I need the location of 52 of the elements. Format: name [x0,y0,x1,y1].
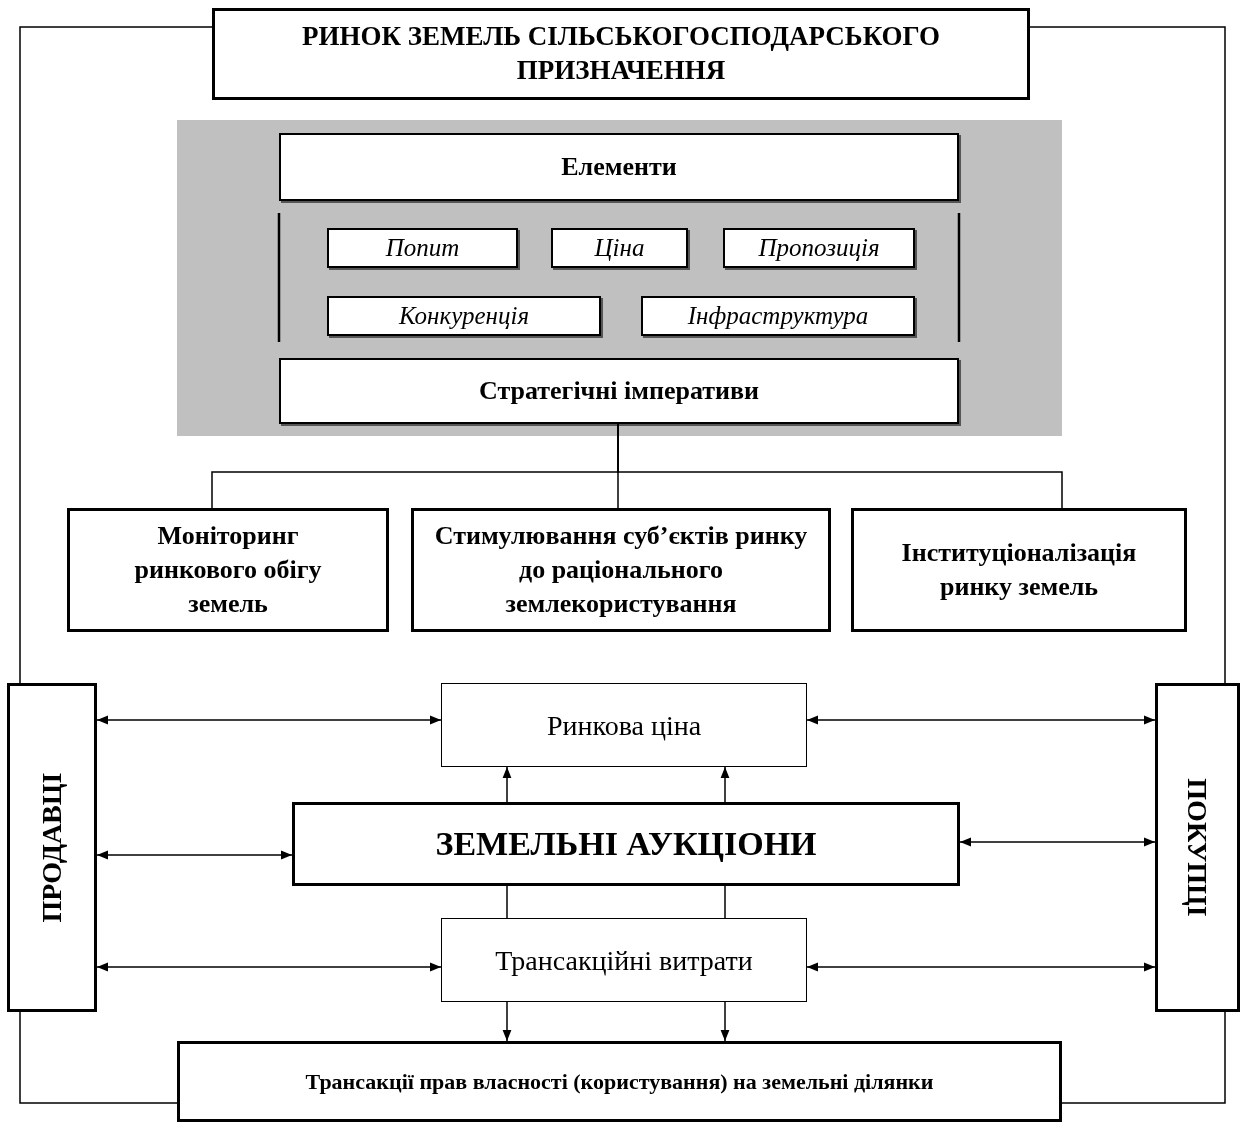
arrow [806,962,1156,972]
arrow [720,1001,730,1042]
connector-line [724,885,726,919]
participant-label: ПОКУПЦІ [1181,777,1214,919]
node-label: ЗЕМЕЛЬНІ АУКЦІОНИ [434,823,818,864]
connector-line [19,26,213,684]
task-box [67,508,389,632]
task-box [411,508,831,632]
connector-line [19,1011,178,1104]
node-label: Ціна [593,233,646,264]
arrow [806,715,1156,725]
arrow [502,1001,512,1042]
element-box [641,296,915,336]
connector-line [617,423,1063,509]
node-label: Попит [384,233,461,264]
connector-line [506,885,508,919]
section-box [279,133,959,201]
node-label: Стимулювання суб’єктів ринку до раціонального землекористування [433,520,809,620]
element-box [327,296,601,336]
arrow [96,850,293,860]
node-label: Елементи [560,150,678,183]
title-box [212,8,1030,100]
arrow [96,962,442,972]
node-label: Пропозиція [757,233,881,264]
process-box [441,918,807,1002]
task-box [851,508,1187,632]
element-box [551,228,688,268]
panel-background [177,120,1062,436]
arrow [502,766,512,803]
node-label: Інфраструктура [686,301,870,332]
node-label: Трансакційні витрати [494,943,754,978]
node-label: Ринкова ціна [545,708,703,743]
section-box [279,358,959,424]
auction-box [292,802,960,886]
node-label: Інституціоналізація ринку земель [900,537,1138,603]
process-box [441,683,807,767]
node-label: Моніторинг ринкового обігу земель [133,520,323,620]
element-box [723,228,915,268]
node-label: Трансакції прав власності (користування) на земельні ділянки [304,1067,935,1096]
result-box [177,1041,1062,1122]
participant-label: ПРОДАВЦІ [35,771,69,925]
connector-line [1061,1011,1226,1104]
node-label: Конкуренція [397,301,531,332]
connector-line [1029,26,1226,684]
element-box [327,228,518,268]
node-label: РИНОК ЗЕМЕЛЬ СІЛЬСЬКОГОСПОДАРСЬКОГО ПРИЗНАЧЕННЯ [300,20,942,87]
arrow [959,837,1156,847]
node-label: Стратегічні імперативи [477,374,760,407]
participant-box [1155,683,1240,1012]
participant-box [7,683,97,1012]
arrow [720,766,730,803]
arrow [96,715,442,725]
